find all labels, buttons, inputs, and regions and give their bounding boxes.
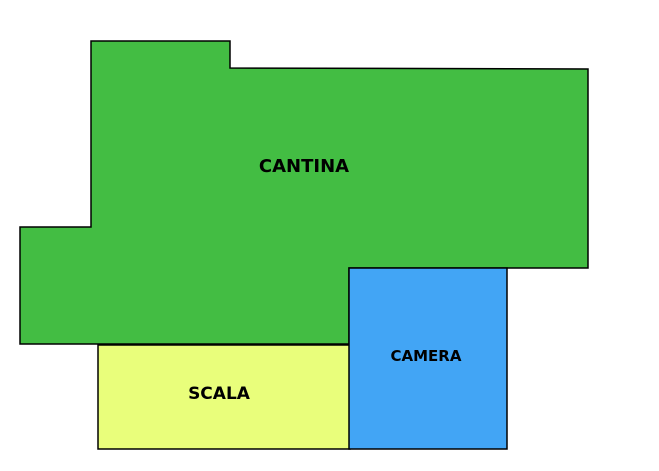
room-camera-label: CAMERA <box>391 347 462 365</box>
room-cantina-label: CANTINA <box>259 156 349 177</box>
room-camera-shape <box>348 267 508 450</box>
room-scala[interactable]: SCALA <box>97 344 351 450</box>
room-scala-label: SCALA <box>188 384 251 404</box>
room-camera[interactable]: CAMERA <box>348 267 508 450</box>
